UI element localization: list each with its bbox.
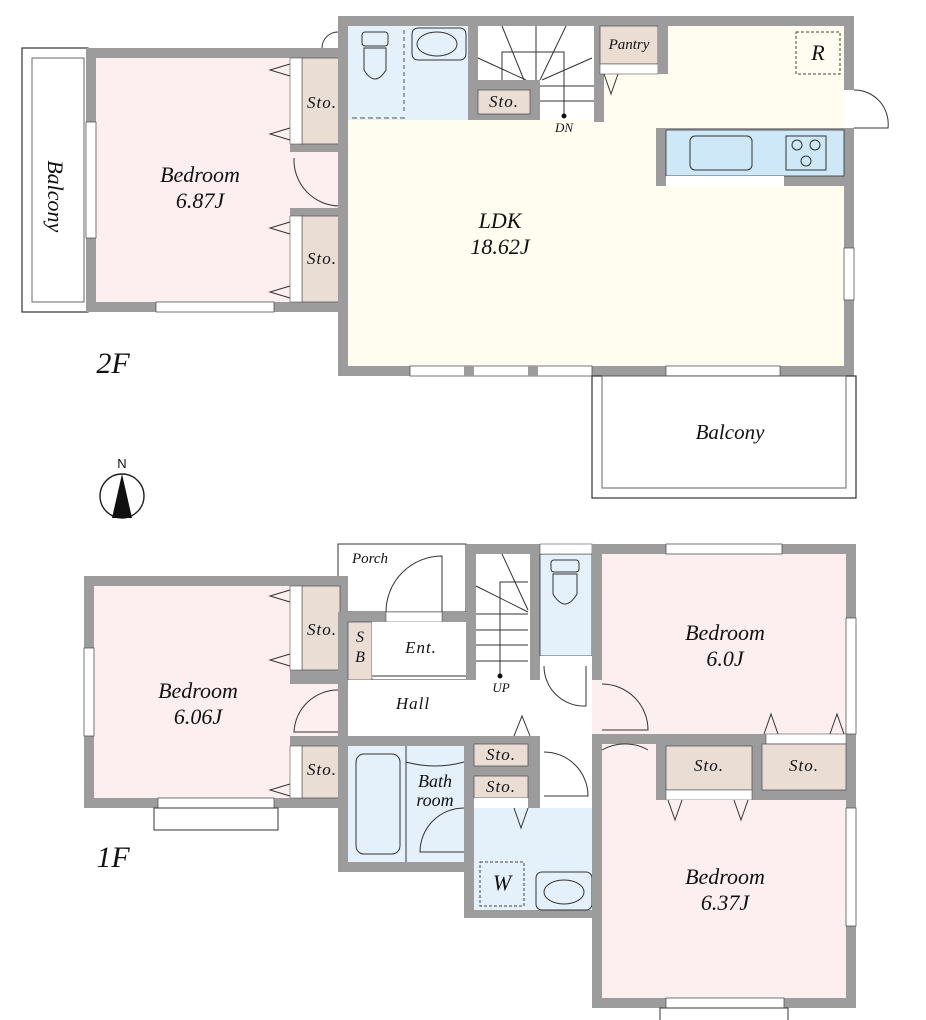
storage-2f-1 — [301, 57, 341, 145]
stairs-up-label: UP — [492, 680, 510, 695]
washer-space — [479, 861, 525, 907]
entrance-label: Ent. — [405, 638, 437, 657]
room-name: LDK — [478, 208, 522, 233]
bedroom-1f-se — [602, 800, 846, 998]
bath-line-2: room — [416, 790, 454, 810]
storage-label: Sto. — [694, 756, 724, 775]
storage-1f-e1 — [665, 745, 753, 791]
floor-2f-label: 2F — [96, 347, 130, 380]
fridge-space — [795, 31, 841, 75]
floor-1f — [83, 543, 857, 1020]
stairs-down-label: DN — [554, 120, 574, 135]
balcony-west-label: Balcony — [43, 160, 69, 233]
compass-label: N — [117, 456, 127, 471]
storage-label: Sto. — [789, 756, 819, 775]
bedroom-1f-west-label: Bedroom 6.06J — [138, 678, 258, 731]
bedroom-1f-se-label: Bedroom 6.37J — [660, 864, 790, 917]
floor-1f-label: 1F — [96, 841, 130, 874]
storage-label: Sto. — [307, 620, 337, 639]
floor-2f — [21, 16, 889, 499]
pantry-label: Pantry — [608, 37, 650, 53]
storage-label: Sto. — [307, 93, 337, 112]
storage-1f-c1 — [473, 743, 529, 767]
room-name: Bedroom — [685, 864, 765, 889]
bedroom-1f-west — [94, 586, 290, 798]
room-name: Bedroom — [158, 678, 238, 703]
hall-label: Hall — [395, 694, 431, 713]
storage-label: Sto. — [307, 760, 337, 779]
pantry — [599, 25, 659, 65]
storage-label: Sto. — [489, 92, 519, 111]
bedroom-1f-ne-label: Bedroom 6.0J — [660, 620, 790, 673]
porch-label: Porch — [351, 551, 389, 567]
storage-label: Sto. — [486, 777, 516, 796]
bedroom-2f — [96, 58, 290, 302]
room-size: 6.87J — [175, 188, 225, 214]
bedroom-1f-ne — [602, 554, 846, 734]
entrance — [372, 622, 466, 678]
bath-line-1: Bath — [418, 771, 452, 791]
room-size: 6.37J — [700, 890, 750, 916]
room-size: 6.06J — [173, 704, 223, 730]
balcony-south-label: Balcony — [695, 420, 765, 444]
bathroom-label: Bath room — [408, 772, 462, 810]
room-name: Bedroom — [685, 620, 765, 645]
room-size: 6.0J — [706, 646, 744, 672]
fridge-label: R — [811, 40, 825, 65]
washer-label: W — [492, 870, 512, 895]
storage-1f-e2 — [761, 743, 847, 791]
storage-2f-2 — [301, 215, 341, 303]
ldk-label: LDK 18.62J — [440, 208, 560, 261]
room-size: 18.62J — [470, 234, 530, 260]
stove-icon — [785, 135, 827, 171]
shoe-box-label-s: S — [356, 629, 364, 646]
bedroom-2f-label: Bedroom 6.87J — [140, 162, 260, 215]
compass-north-icon — [99, 473, 145, 519]
storage-label: Sto. — [486, 745, 516, 764]
room-name: Bedroom — [160, 162, 240, 187]
shoe-box-label-b: B — [355, 649, 365, 666]
storage-label: Sto. — [307, 249, 337, 268]
